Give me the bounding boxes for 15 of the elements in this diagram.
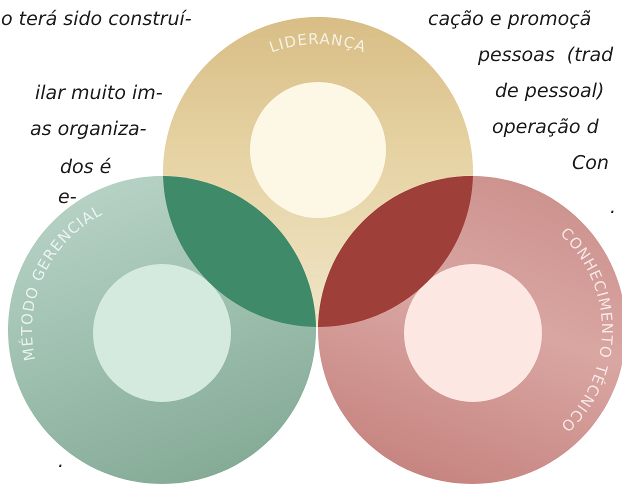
text-fragment: de pessoal) <box>495 80 604 102</box>
text-fragment: as organiza- <box>30 118 147 140</box>
text-fragment: Con <box>572 152 609 174</box>
text-fragment: ilar muito im- <box>35 82 163 104</box>
text-fragment: . <box>58 450 64 472</box>
text-fragment: o terá sido construí- <box>1 8 192 30</box>
overlap-lens <box>318 176 473 327</box>
overlap-lens <box>163 176 316 327</box>
text-fragment: dos é <box>60 156 112 178</box>
text-fragment: e- <box>58 186 77 208</box>
text-fragment: pessoas (trad <box>478 44 614 66</box>
circle-title: LIDERANÇA <box>266 30 369 56</box>
text-fragment: operação d <box>492 116 599 138</box>
text-fragment: cação e promoçã <box>428 8 592 30</box>
text-fragment: . <box>610 196 616 218</box>
